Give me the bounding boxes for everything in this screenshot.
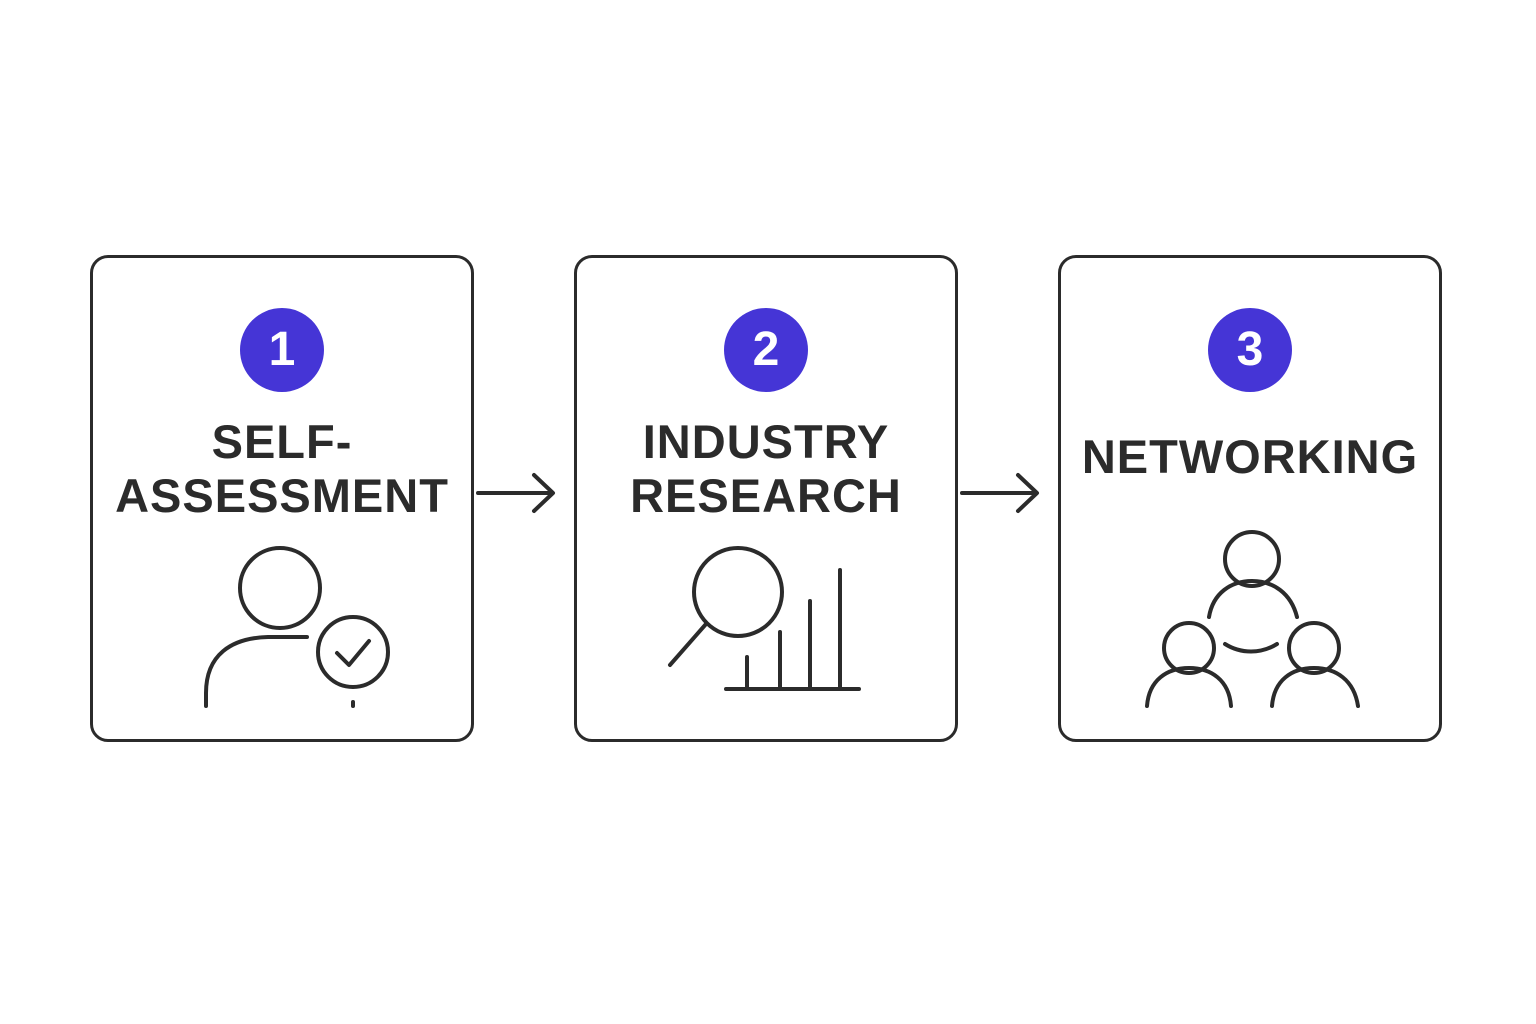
step-title-line: NETWORKING <box>1081 430 1419 483</box>
step-title-line: RESEARCH <box>630 469 902 522</box>
step-number-badge: 1 <box>240 308 324 392</box>
magnifier-bar-chart-icon <box>577 523 961 723</box>
step-card-industry-research: 2 INDUSTRY RESEARCH <box>574 255 958 742</box>
people-network-icon <box>1061 523 1445 723</box>
step-number-badge: 3 <box>1208 308 1292 392</box>
step-title: SELF- ASSESSMENT <box>93 415 471 523</box>
step-card-self-assessment: 1 SELF- ASSESSMENT <box>90 255 474 742</box>
step-title: INDUSTRY RESEARCH <box>577 415 955 523</box>
arrow-right-icon <box>960 468 1050 518</box>
person-check-icon <box>93 523 477 723</box>
step-title-line: ASSESSMENT <box>115 469 449 522</box>
arrow-right-icon <box>476 468 566 518</box>
step-number-badge: 2 <box>724 308 808 392</box>
step-title-line: SELF- <box>211 415 353 468</box>
step-title: NETWORKING <box>1061 430 1439 484</box>
step-title-line: INDUSTRY <box>642 415 890 468</box>
step-card-networking: 3 NETWORKING <box>1058 255 1442 742</box>
